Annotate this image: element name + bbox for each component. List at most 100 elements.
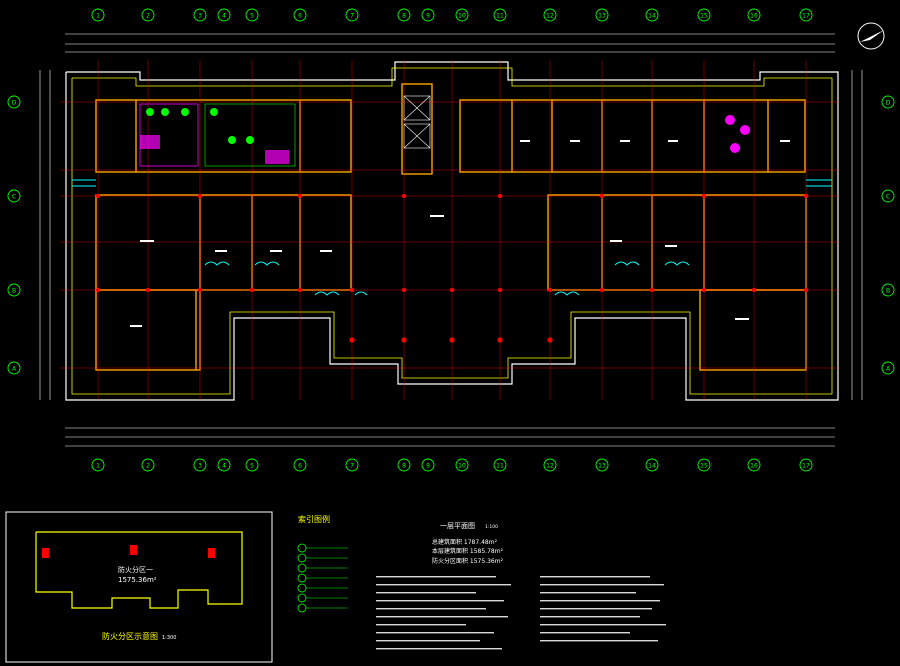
- building-outline: [65, 61, 839, 401]
- room-labels: [130, 140, 790, 327]
- svg-text:4: 4: [222, 13, 226, 20]
- axis-bubble-right: B: [881, 283, 895, 297]
- axis-bubble-top: 8: [397, 8, 411, 22]
- axis-bubble-bottom: 9: [421, 458, 435, 472]
- svg-text:10: 10: [458, 13, 466, 20]
- svg-text:17: 17: [802, 463, 810, 470]
- axis-bubble-bottom: 17: [799, 458, 813, 472]
- axis-bubbles-right: D C B A: [881, 95, 895, 375]
- svg-text:C: C: [886, 194, 890, 201]
- svg-text:D: D: [12, 100, 17, 107]
- svg-text:7: 7: [350, 13, 354, 20]
- svg-text:6: 6: [298, 463, 302, 470]
- inset-zone-label: 防火分区一: [118, 565, 153, 574]
- svg-text:3: 3: [198, 463, 202, 470]
- stair: [403, 95, 431, 149]
- axis-bubble-bottom: 8: [397, 458, 411, 472]
- axis-bubble-bottom: 5: [245, 458, 259, 472]
- svg-text:16: 16: [750, 463, 758, 470]
- axis-bubble-top: 13: [595, 8, 609, 22]
- svg-text:8: 8: [402, 463, 406, 470]
- axis-bubble-right: D: [881, 95, 895, 109]
- legend-row: [297, 563, 348, 573]
- axis-bubble-bottom: 11: [493, 458, 507, 472]
- axis-bubble-top: 15: [697, 8, 711, 22]
- windows: [72, 179, 832, 296]
- svg-text:16: 16: [750, 13, 758, 20]
- axis-bubble-bottom: 6: [293, 458, 307, 472]
- svg-text:13: 13: [598, 463, 606, 470]
- axis-bubble-left: C: [7, 189, 21, 203]
- plan-scale: 1:100: [485, 524, 498, 530]
- axis-bubble-bottom: 7: [345, 458, 359, 472]
- axis-bubble-top: 17: [799, 8, 813, 22]
- legend-row: [297, 573, 348, 583]
- axis-bubble-bottom: 12: [543, 458, 557, 472]
- svg-text:13: 13: [598, 13, 606, 20]
- axis-bubble-bottom: 15: [697, 458, 711, 472]
- area-total: 总建筑面积 1787.48m²: [432, 538, 498, 546]
- svg-text:15: 15: [700, 13, 708, 20]
- restroom-fixtures: [139, 103, 750, 167]
- svg-text:A: A: [12, 366, 17, 373]
- walls: [95, 83, 807, 371]
- legend: 索引图例: [297, 514, 348, 613]
- axis-bubble-top: 1: [91, 8, 105, 22]
- svg-text:15: 15: [700, 463, 708, 470]
- plan-title: 一层平面图: [440, 522, 475, 530]
- axis-bubble-top: 16: [747, 8, 761, 22]
- axis-bubble-right: C: [881, 189, 895, 203]
- axis-bubble-right: A: [881, 361, 895, 375]
- svg-text:10: 10: [458, 463, 466, 470]
- svg-text:4: 4: [222, 463, 226, 470]
- svg-text:A: A: [886, 366, 891, 373]
- fire-zone-inset: 防火分区一 1575.36m² 防火分区示意图 1:300: [5, 511, 273, 663]
- axis-bubble-bottom: 14: [645, 458, 659, 472]
- area-fire: 防火分区面积 1575.36m²: [432, 557, 504, 565]
- columns: [95, 193, 809, 343]
- axis-bubble-top: 3: [193, 8, 207, 22]
- svg-text:1: 1: [96, 13, 100, 20]
- svg-text:C: C: [12, 194, 16, 201]
- svg-text:2: 2: [146, 13, 150, 20]
- axis-bubble-top: 11: [493, 8, 507, 22]
- axis-bubble-bottom: 10: [455, 458, 469, 472]
- axis-bubble-top: 12: [543, 8, 557, 22]
- axis-bubble-top: 14: [645, 8, 659, 22]
- svg-text:5: 5: [250, 463, 254, 470]
- svg-text:14: 14: [648, 13, 656, 20]
- svg-text:3: 3: [198, 13, 202, 20]
- svg-text:8: 8: [402, 13, 406, 20]
- svg-text:2: 2: [146, 463, 150, 470]
- axis-bubble-top: 6: [293, 8, 307, 22]
- svg-text:1: 1: [96, 463, 100, 470]
- north-arrow-icon: [857, 22, 885, 50]
- legend-row: [297, 603, 348, 613]
- axis-bubble-bottom: 16: [747, 458, 761, 472]
- svg-text:9: 9: [426, 463, 430, 470]
- svg-text:12: 12: [546, 463, 554, 470]
- svg-text:9: 9: [426, 13, 430, 20]
- axis-bubble-bottom: 13: [595, 458, 609, 472]
- inset-title: 防火分区示意图: [102, 631, 158, 641]
- legend-row: [297, 553, 348, 563]
- axis-bubble-bottom: 2: [141, 458, 155, 472]
- notes-block: [376, 576, 666, 650]
- svg-text:7: 7: [350, 463, 354, 470]
- inset-scale: 1:300: [162, 635, 176, 641]
- axis-bubble-left: A: [7, 361, 21, 375]
- axis-bubble-bottom: 1: [91, 458, 105, 472]
- plan-title-block: 一层平面图 1:100 总建筑面积 1787.48m² 本层建筑面积 1585.…: [432, 522, 504, 565]
- svg-text:14: 14: [648, 463, 656, 470]
- svg-text:D: D: [886, 100, 891, 107]
- legend-row: [297, 583, 348, 593]
- legend-row: [297, 593, 348, 603]
- legend-row: [297, 543, 348, 553]
- axis-bubble-bottom: 4: [217, 458, 231, 472]
- svg-text:B: B: [12, 288, 16, 295]
- svg-text:6: 6: [298, 13, 302, 20]
- svg-text:B: B: [886, 288, 890, 295]
- dimension-lines: [39, 33, 863, 447]
